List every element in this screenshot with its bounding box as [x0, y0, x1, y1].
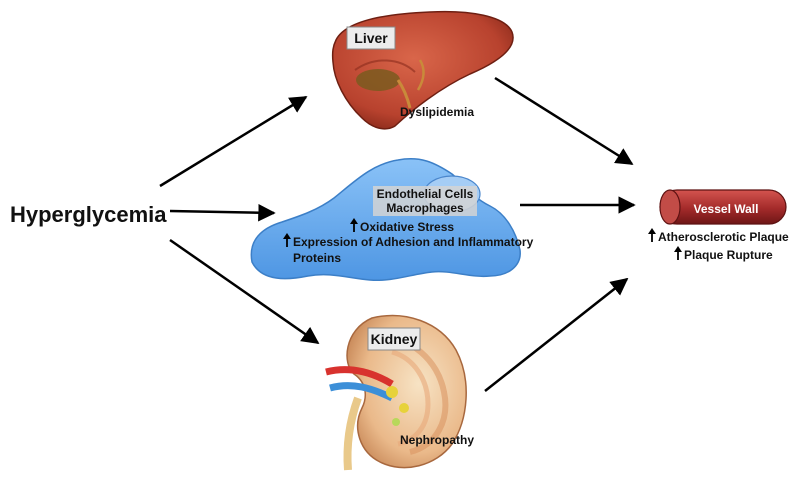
arrow-hyperglycemia-to-kidney	[169, 238, 320, 345]
vessel-effect2: Plaque Rupture	[684, 248, 773, 262]
liver-title-box	[346, 26, 396, 50]
arrow-liver-to-vessel	[494, 76, 634, 166]
kidney-title: Kidney	[371, 331, 418, 347]
endothelium-title-box	[373, 186, 477, 216]
kidney-title-box	[367, 327, 421, 351]
up-arrow-icon	[674, 246, 682, 260]
arrow-hyperglycemia-to-liver	[159, 95, 308, 188]
arrow-kidney-to-vessel	[484, 277, 629, 392]
endothelium-title-line2: Macrophages	[386, 201, 464, 215]
endothelium-effect2-line2: Proteins	[293, 251, 341, 265]
arrow-hyperglycemia-to-endothelium	[169, 203, 276, 222]
up-arrow-icon	[283, 233, 291, 247]
vessel-wall-title: Vessel Wall	[694, 202, 759, 216]
vessel-effect1: Atherosclerotic Plaque	[658, 230, 789, 244]
endothelium-title-line1: Endothelial Cells	[377, 187, 474, 201]
liver-title: Liver	[354, 30, 388, 46]
kidney-effect-label: Nephropathy	[400, 433, 474, 447]
endothelium-effect2-line1: Expression of Adhesion and Inflammatory	[293, 235, 534, 249]
kidney-illustration	[325, 314, 467, 471]
endothelium-effect1: Oxidative Stress	[360, 220, 454, 234]
arrows	[159, 76, 636, 392]
hyperglycemia-label: Hyperglycemia	[10, 202, 167, 227]
liver-effect-label: Dyslipidemia	[400, 105, 474, 119]
up-arrow-icon	[350, 218, 358, 232]
vessel-wall-illustration	[659, 189, 787, 225]
up-arrow-icon	[648, 228, 656, 242]
